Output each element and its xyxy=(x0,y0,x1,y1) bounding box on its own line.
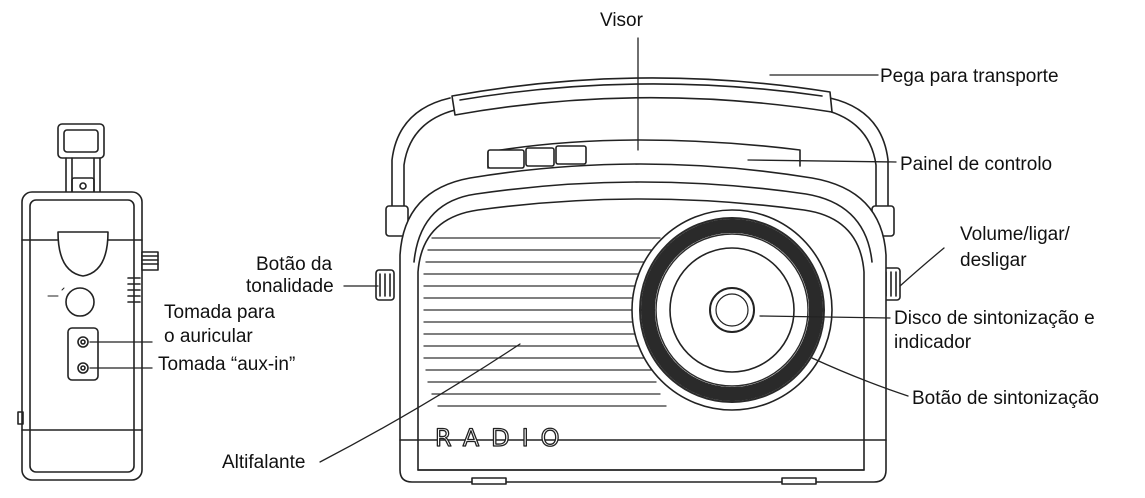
label-disco-line1: Disco de sintonização e xyxy=(894,308,1095,329)
label-pega-transporte: Pega para transporte xyxy=(880,66,1059,87)
label-tonalidade-line2: tonalidade xyxy=(246,276,334,297)
label-disco-line2: indicador xyxy=(894,332,972,353)
label-visor: Visor xyxy=(600,10,643,31)
label-aux-in: Tomada “aux-in” xyxy=(158,354,296,375)
label-auricular-line2: o auricular xyxy=(164,326,253,347)
radio-side-view xyxy=(17,123,159,481)
speaker-grille xyxy=(423,237,667,407)
label-tonalidade-line1: Botão da xyxy=(256,254,333,275)
leader-lines xyxy=(319,37,945,463)
label-volume-line2: desligar xyxy=(960,250,1027,271)
label-auricular-line1: Tomada para xyxy=(164,302,275,323)
radio-front-view: RADIO xyxy=(319,37,945,485)
brand-text: RADIO xyxy=(435,424,572,452)
label-volume-line1: Volume/ligar/ xyxy=(960,224,1070,245)
label-painel-controlo: Painel de controlo xyxy=(900,154,1053,175)
label-botao-sintonizacao: Botão de sintonização xyxy=(912,388,1099,409)
tuning-dial xyxy=(631,209,833,411)
label-altifalante: Altifalante xyxy=(222,452,306,473)
